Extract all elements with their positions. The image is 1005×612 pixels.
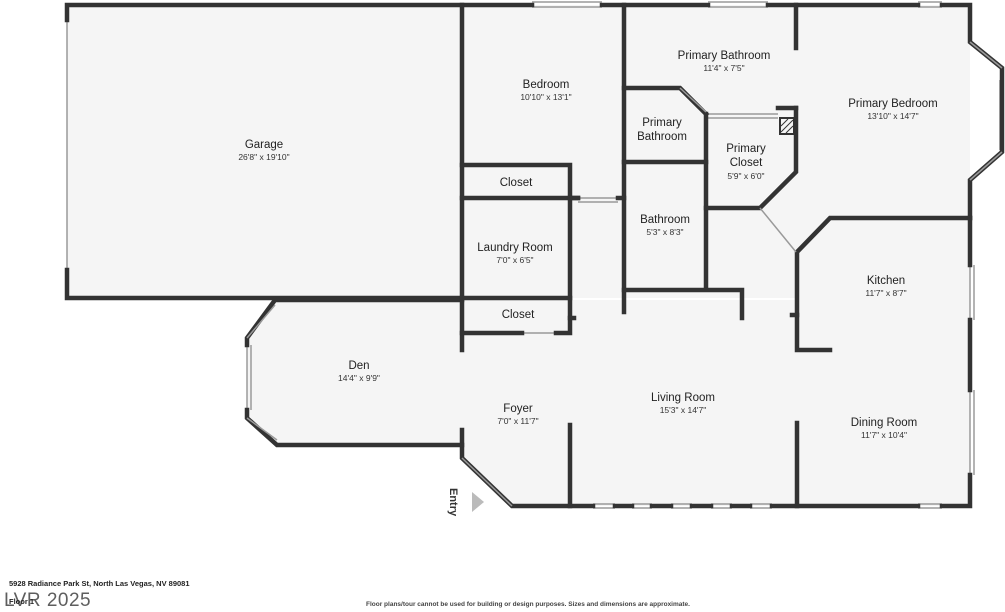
closet-upper-name: Closet [500,177,533,189]
garage-dim: 26'8" x 19'10" [238,152,289,162]
primary-bedroom-dim: 13'10" x 14'7" [867,111,918,121]
primary-bathroom-dim: 11'4" x 7'5" [703,63,744,73]
kitchen-dim: 11'7" x 8'7" [865,288,906,298]
bedroom-name: Bedroom [523,79,570,91]
chimney-icon [779,117,795,135]
garage-name: Garage [245,139,283,151]
living-room-name: Living Room [651,392,715,404]
entry-arrow-icon [472,492,484,512]
laundry-name: Laundry Room [477,242,552,254]
diagonal-openings [246,41,1003,507]
primary-closet-dim: 5'9" x 6'0" [727,171,764,181]
watermark: LVR 2025 [4,590,92,611]
primary-closet-name-2: Closet [730,157,763,169]
foyer-dim: 7'0" x 11'7" [497,416,538,426]
primary-bathroom-name: Primary Bathroom [678,50,771,62]
dining-room-dim: 11'7" x 10'4" [861,430,907,440]
walls [64,2,1005,509]
bedroom-dim: 10'10" x 13'1" [520,92,571,102]
laundry-dim: 7'0" x 6'5" [496,255,533,265]
floor-label: Floor 1 [9,597,35,606]
primary-bathroom-small-name-2: Bathroom [637,131,687,143]
entry-label: Entry [447,488,459,517]
primary-bathroom-small-name-1: Primary [642,117,682,129]
foyer-name: Foyer [503,403,533,415]
den-name: Den [348,360,369,372]
living-room-dim: 15'3" x 14'7" [660,405,707,415]
disclaimer-text: Floor plans/tour cannot be used for buil… [366,601,690,608]
closet-lower-name: Closet [502,309,535,321]
kitchen-name: Kitchen [867,275,905,287]
floor-fill [67,5,970,506]
den-dim: 14'4" x 9'9" [338,373,380,383]
primary-closet-name-1: Primary [726,143,766,155]
primary-bedroom-name: Primary Bedroom [848,98,937,110]
address-text: 5928 Radiance Park St, North Las Vegas, … [9,579,190,588]
bathroom-dim: 5'3" x 8'3" [646,227,683,237]
bathroom-name: Bathroom [640,214,690,226]
chimney-hatch [780,118,794,134]
dining-room-name: Dining Room [851,417,917,429]
